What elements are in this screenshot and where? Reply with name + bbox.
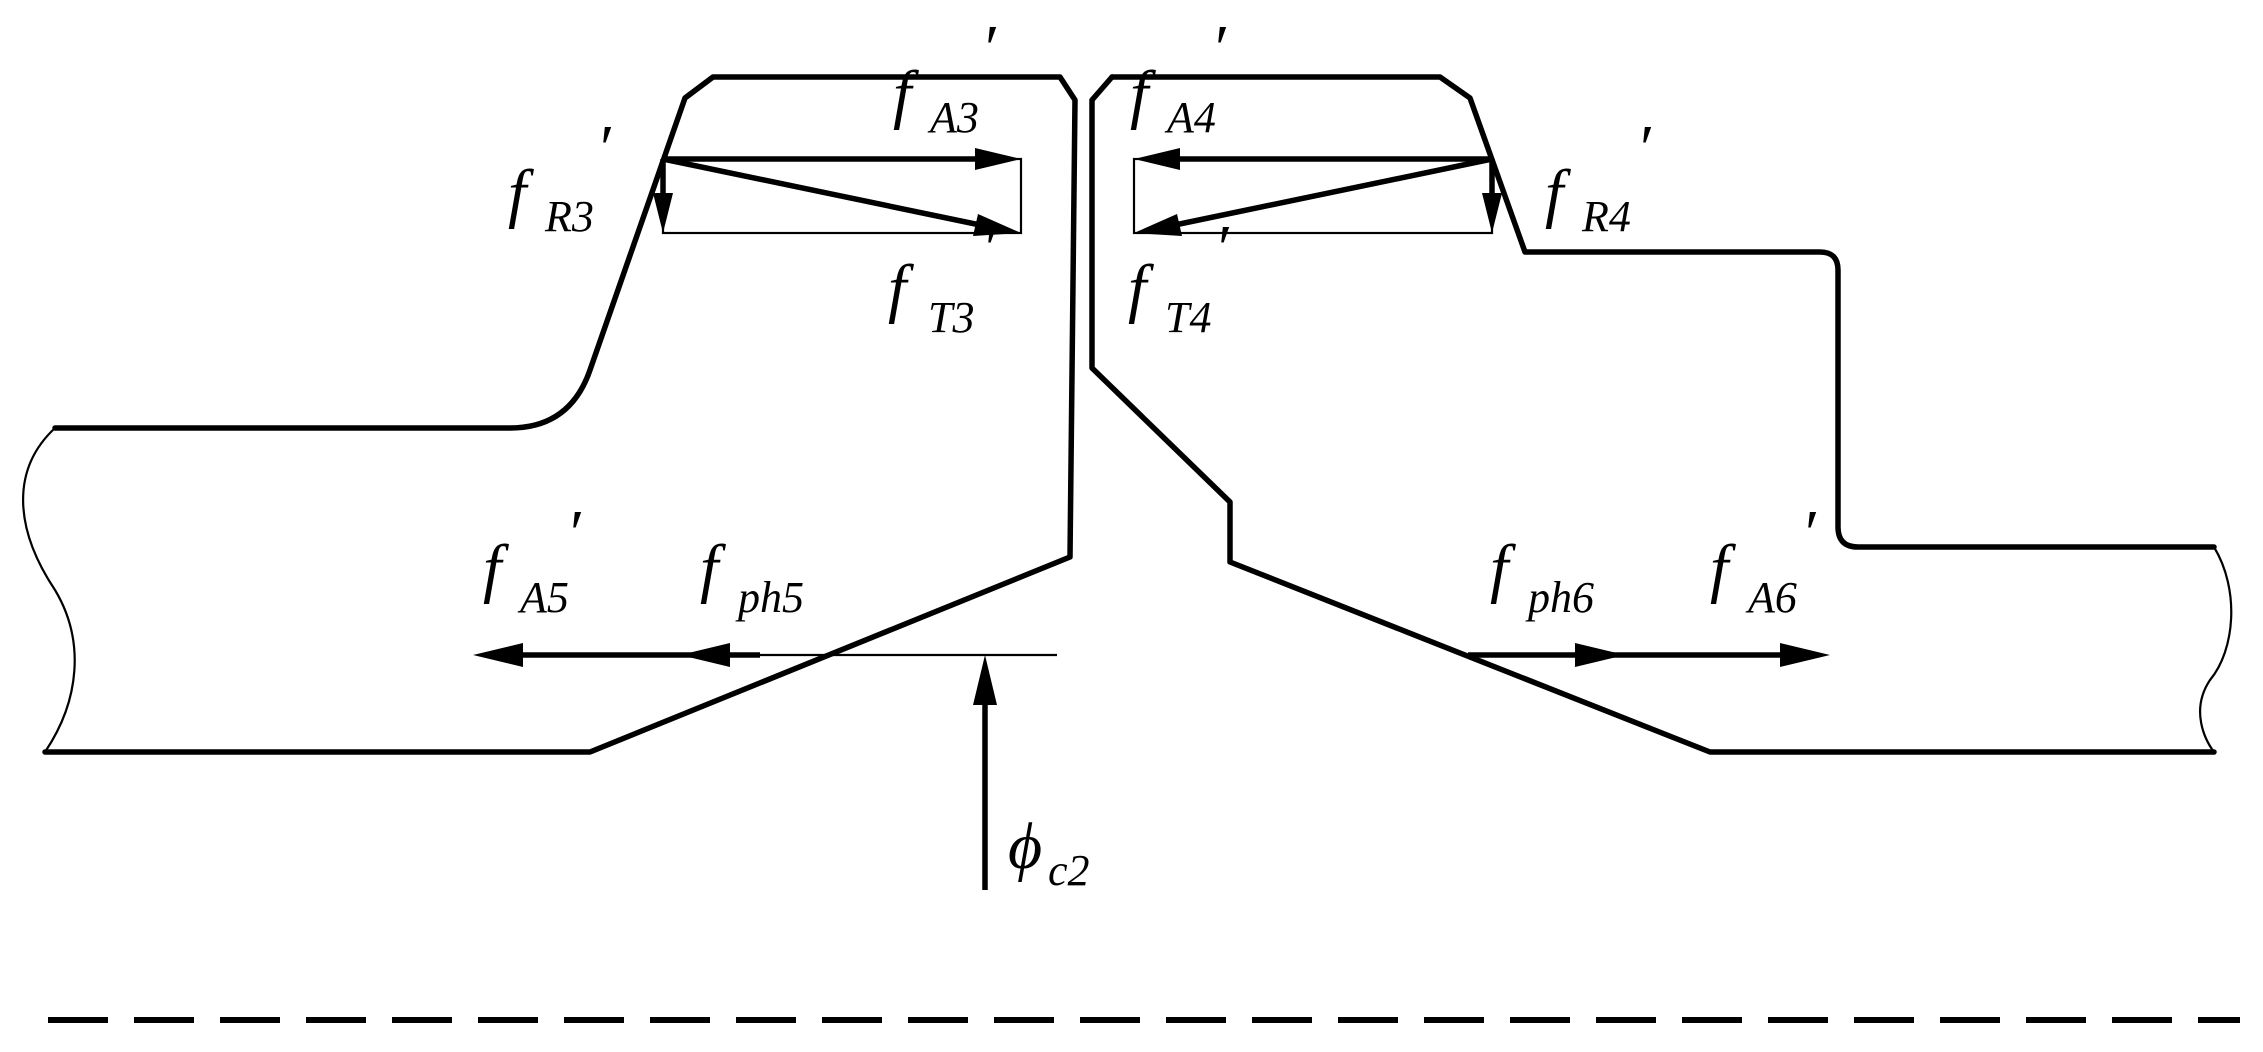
force-arrowhead-fR4 — [1482, 193, 1502, 233]
svg-text:′: ′ — [985, 12, 999, 85]
force-arrowhead-fR3 — [653, 193, 673, 233]
label-fA6: f A6 ′ — [1710, 497, 1819, 622]
svg-text:f: f — [1710, 532, 1736, 605]
svg-text:′: ′ — [1215, 12, 1229, 85]
svg-text:′: ′ — [600, 112, 614, 185]
right-part-inner-edge — [1089, 74, 2217, 755]
force-arrowhead-fph5 — [680, 643, 730, 667]
svg-text:f: f — [1545, 157, 1571, 230]
label-fph5: f ph5 — [700, 532, 804, 622]
right-break-line — [2199, 546, 2233, 753]
svg-text:f: f — [483, 532, 509, 605]
svg-text:f: f — [888, 252, 914, 325]
svg-text:T4: T4 — [1165, 293, 1211, 342]
label-phic2: ϕ c2 — [1008, 810, 1090, 895]
svg-text:f: f — [508, 157, 534, 230]
label-fR3: f R3 ′ — [508, 112, 614, 241]
label-fph6: f ph6 — [1490, 532, 1594, 622]
svg-text:f: f — [1128, 252, 1154, 325]
force-arrowhead-fA3 — [975, 148, 1021, 170]
svg-text:ph6: ph6 — [1525, 573, 1594, 622]
force-arrow-fT4 — [1169, 156, 1493, 229]
svg-text:f: f — [1490, 532, 1516, 605]
svg-text:′: ′ — [1218, 212, 1232, 285]
force-arrowhead-fA5 — [473, 643, 523, 667]
force-arrowhead-fT3 — [973, 214, 1021, 236]
force-arrowhead-fA4 — [1134, 148, 1180, 170]
left-break-line — [22, 427, 76, 753]
label-fT4: f T4 ′ — [1128, 212, 1232, 342]
svg-text:A4: A4 — [1164, 93, 1216, 142]
svg-text:ph5: ph5 — [735, 573, 804, 622]
svg-text:A5: A5 — [517, 573, 569, 622]
svg-text:′: ′ — [570, 497, 584, 570]
force-arrow-fT3 — [662, 156, 986, 229]
svg-text:c2: c2 — [1048, 846, 1090, 895]
svg-text:R4: R4 — [1581, 192, 1631, 241]
svg-text:′: ′ — [1640, 112, 1654, 185]
svg-text:f: f — [700, 532, 726, 605]
force-arrowhead-fT4 — [1134, 214, 1182, 236]
svg-text:A6: A6 — [1745, 573, 1797, 622]
svg-text:ϕ: ϕ — [1008, 810, 1042, 883]
left-part-outline — [42, 74, 1078, 755]
label-fA5: f A5 ′ — [483, 497, 584, 622]
svg-text:T3: T3 — [928, 293, 974, 342]
svg-text:f: f — [893, 58, 919, 131]
force-arrowhead-phic2 — [973, 655, 997, 705]
force-arrowhead-fA6 — [1780, 643, 1830, 667]
svg-text:′: ′ — [985, 212, 999, 285]
force-arrowhead-fph6 — [1575, 643, 1625, 667]
svg-text:f: f — [1130, 58, 1156, 131]
label-fR4: f R4 ′ — [1545, 112, 1654, 241]
svg-text:R3: R3 — [544, 192, 594, 241]
svg-text:′: ′ — [1805, 497, 1819, 570]
svg-text:A3: A3 — [927, 93, 979, 142]
right-part-outline — [1109, 74, 2217, 550]
